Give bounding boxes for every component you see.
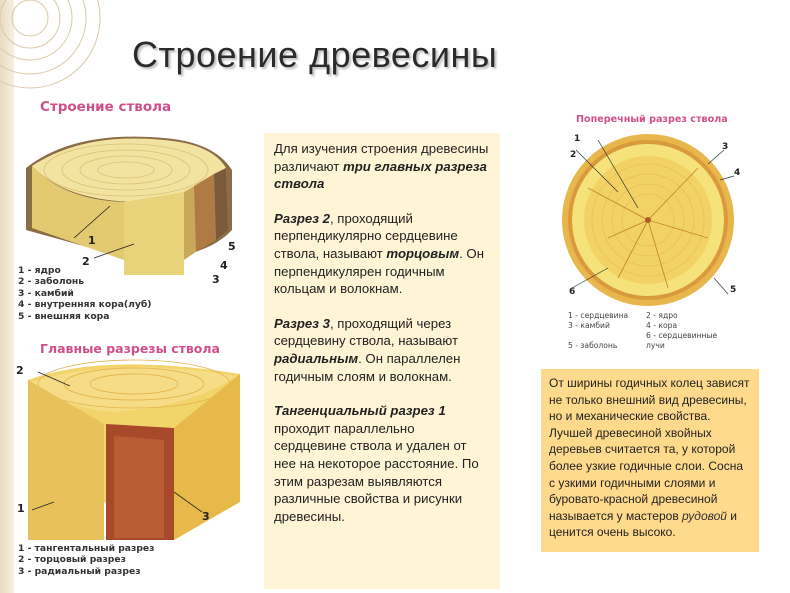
text-run: . Он перпендикулярен годичным кольцам и … — [274, 245, 484, 297]
text-run: Разрез 3 — [274, 315, 330, 331]
cuts-description-textbox: Для изучения строения древесины различаю… — [264, 133, 500, 589]
main-cuts-illustration — [28, 359, 240, 540]
panel-title-cross-section: Поперечный разрез ствола — [576, 114, 728, 125]
legend-item: 4 - кора — [646, 321, 678, 330]
text-run: и ценится очень высоко. — [549, 508, 738, 540]
trunk-legend: 1 - ядро 2 - заболонь 3 - камбий 4 - вну… — [18, 265, 151, 322]
legend-item: 3 - камбий — [18, 287, 74, 299]
cross-section-legend: 1 - сердцевина 2 - ядро 3 - камбий 4 - кор… — [568, 311, 724, 351]
legend-item: 1 - сердцевина — [568, 311, 629, 320]
trunk-label-5: 5 — [228, 240, 236, 253]
left-decor-bar — [0, 0, 14, 593]
cuts-legend: 1 - тангентальный разрез 2 - торцовый ра… — [18, 543, 154, 577]
legend-item: 5 - заболонь — [568, 341, 618, 350]
legend-item: 3 - камбий — [568, 321, 610, 330]
text-run: От ширины годичных колец зависят не толь… — [549, 376, 750, 523]
legend-item: 5 - внешняя кора — [18, 310, 110, 322]
cross-label-2: 2 — [570, 150, 577, 160]
legend-item: 2 - заболонь — [18, 276, 85, 288]
trunk-label-1: 1 — [88, 234, 96, 247]
paragraph: Тангенциальный разрез 1 проходит паралле… — [274, 402, 490, 525]
trunk-label-3: 3 — [212, 273, 220, 286]
text-run: рудовой — [682, 508, 727, 523]
paragraph: Разрез 3, проходящий через сердцевину ст… — [274, 315, 490, 385]
cross-label-3: 3 — [722, 142, 729, 152]
cuts-label-1: 1 — [17, 502, 25, 515]
text-run: торцовым — [386, 245, 460, 261]
cross-label-4: 4 — [734, 168, 741, 178]
legend-item: 3 - радиальный разрез — [18, 565, 141, 577]
text-run: проходит параллельно сердцевине ствола и… — [274, 420, 479, 524]
paragraph: Разрез 2, проходящий перпендикулярно сер… — [274, 210, 490, 298]
cuts-label-2: 2 — [16, 364, 24, 377]
text-run: Разрез 2 — [274, 210, 330, 226]
legend-item: 1 - тангентальный разрез — [18, 543, 155, 554]
text-run: Для изучения строения древесины различаю… — [274, 141, 489, 174]
panel-title-trunk-structure: Строение ствола — [40, 99, 172, 115]
cross-section-illustration — [562, 134, 735, 306]
annual-rings-note: От ширины годичных колец зависят не толь… — [541, 369, 759, 552]
cross-label-5: 5 — [730, 285, 737, 295]
trunk-label-2: 2 — [82, 255, 90, 268]
panel-title-main-cuts: Главные разрезы ствола — [40, 341, 220, 356]
text-run: , проходящий через сердцевину ствола, на… — [274, 315, 459, 349]
page-title: Строение древесины — [132, 34, 498, 75]
text-run: . Он параллелен годичным слоям и волокна… — [274, 350, 461, 384]
cross-label-6: 6 — [569, 287, 576, 297]
legend-item: 4 - внутренняя кора(луб) — [18, 299, 152, 311]
wood-rings-decoration — [0, 0, 101, 89]
text-run: , проходящий перпендикулярно сердцевине … — [274, 210, 458, 261]
cross-label-1: 1 — [574, 134, 581, 144]
text-run: три главных разреза ствола — [274, 158, 487, 192]
legend-item: 2 - ядро — [646, 311, 678, 320]
legend-item: 2 - торцовый разрез — [18, 554, 126, 566]
trunk-label-4: 4 — [220, 259, 228, 272]
cuts-label-3: 3 — [202, 510, 210, 523]
paragraph: Для изучения строения древесины различаю… — [274, 140, 490, 193]
text-run: Тангенциальный разрез 1 — [274, 403, 446, 419]
legend-item: 1 - ядро — [18, 265, 61, 276]
legend-item: 6 - сердцевинные лучи — [646, 331, 718, 350]
text-run: радиальным — [274, 350, 359, 366]
trunk-structure-illustration — [26, 136, 232, 275]
